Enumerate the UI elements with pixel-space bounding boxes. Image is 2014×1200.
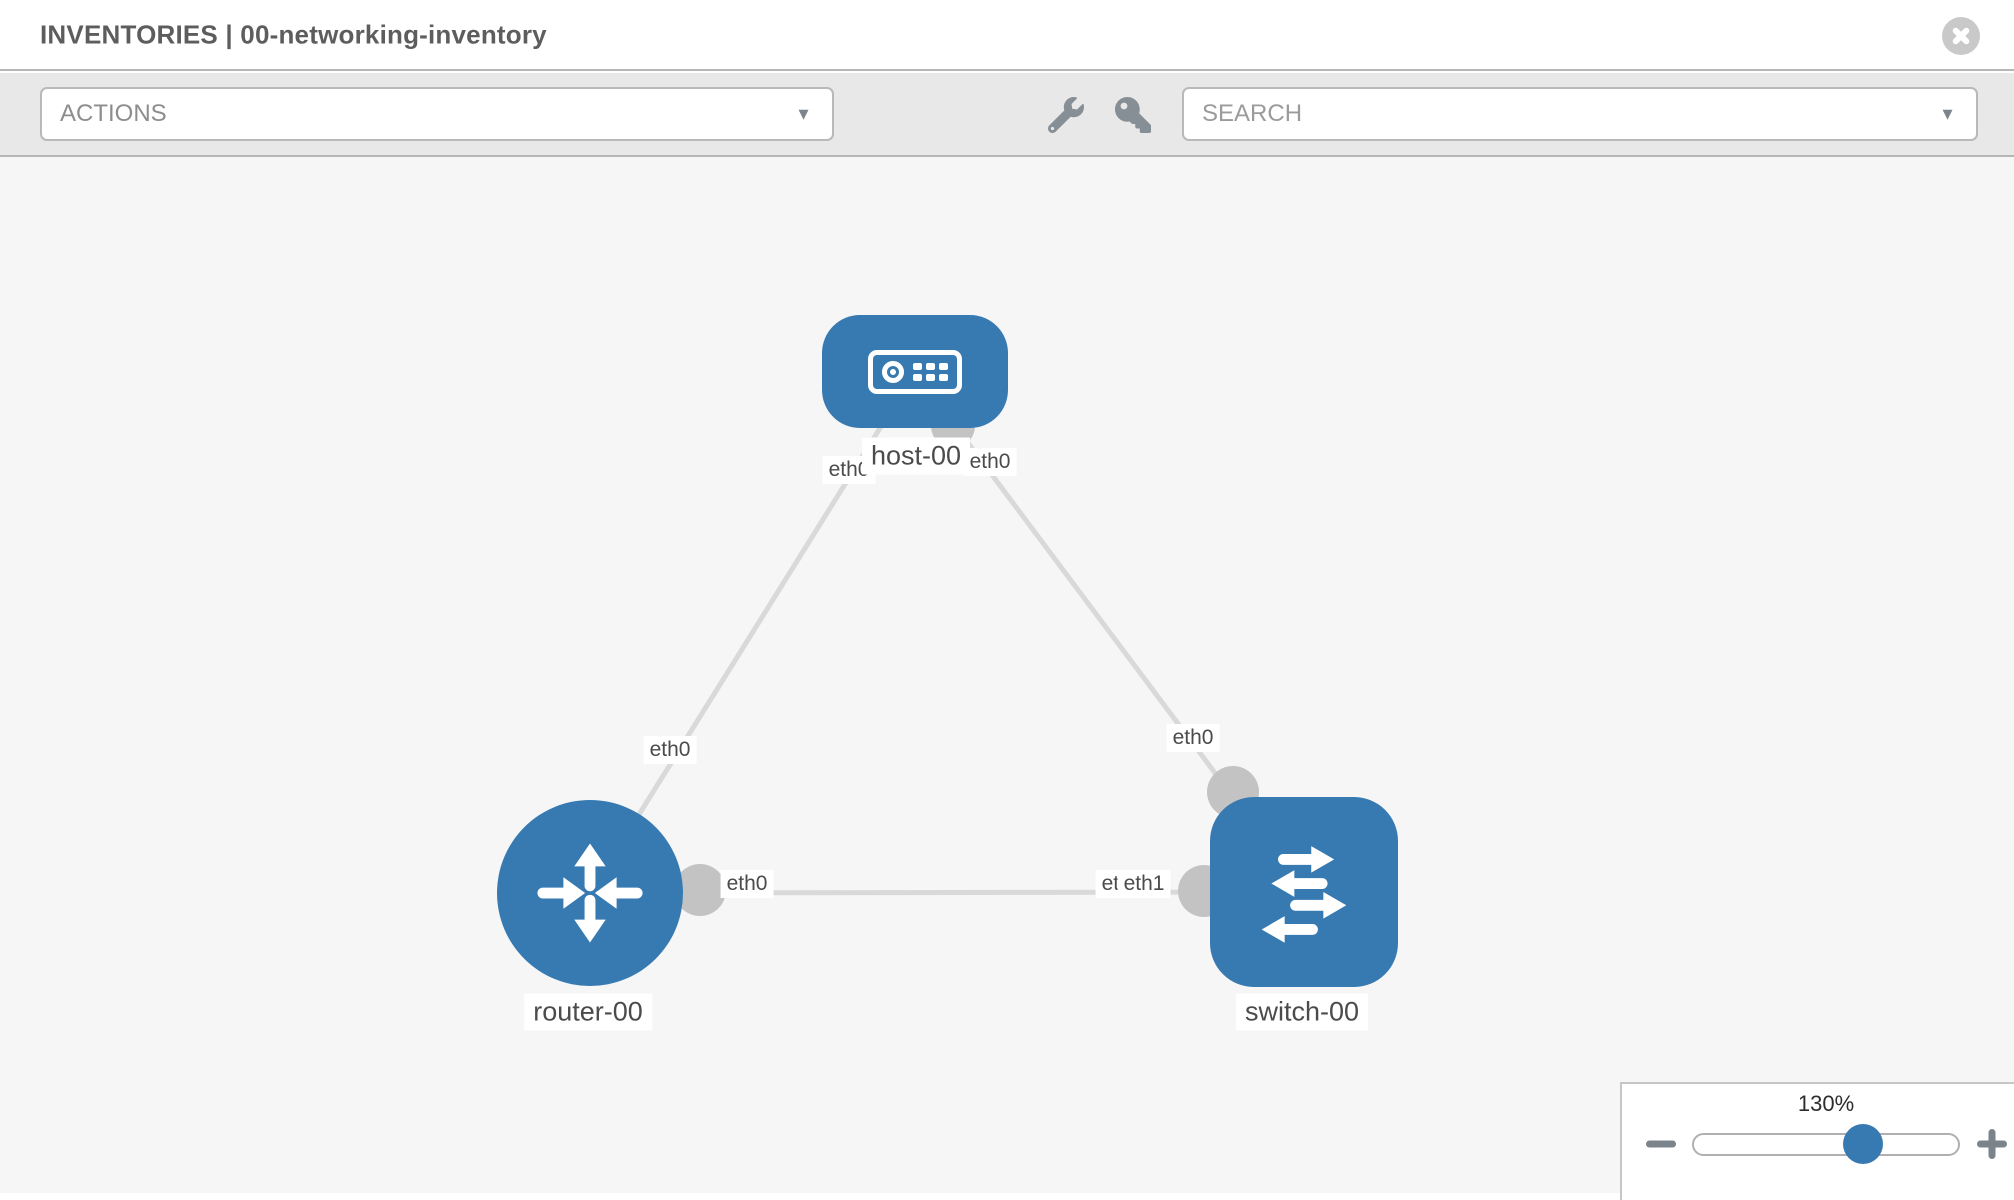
zoom-slider-track[interactable] <box>1692 1133 1960 1156</box>
node-host-00[interactable] <box>822 315 1008 428</box>
key-icon <box>1115 97 1151 133</box>
node-router-00[interactable] <box>497 800 683 986</box>
close-button[interactable] <box>1942 17 1980 55</box>
chevron-down-icon: ▼ <box>795 104 812 124</box>
plus-icon <box>1988 1129 1996 1159</box>
interface-label-router-eth0: eth0 <box>720 870 774 898</box>
zoom-slider-thumb[interactable] <box>1843 1124 1883 1164</box>
search-box: ▼ <box>1182 87 1978 141</box>
router-icon <box>537 843 643 943</box>
node-label-host: host-00 <box>861 437 971 475</box>
minus-icon <box>1646 1140 1676 1148</box>
zoom-panel: 130% <box>1620 1082 2014 1200</box>
interface-label-switch-eth1: eth1 <box>1117 870 1171 898</box>
search-chevron-down-icon[interactable]: ▼ <box>1939 104 1956 124</box>
wrench-button[interactable] <box>1047 97 1084 134</box>
key-button[interactable] <box>1115 97 1151 133</box>
links-layer <box>587 370 1307 917</box>
actions-dropdown-label: ACTIONS <box>60 100 167 127</box>
search-input[interactable] <box>1184 89 1976 139</box>
host-icon <box>868 349 962 394</box>
switch-icon <box>1261 846 1347 943</box>
interface-label-host-eth0-right: eth0 <box>963 448 1017 476</box>
zoom-level: 130% <box>1797 1091 1855 1116</box>
interface-label-router-eth0-uplink: eth0 <box>643 736 697 764</box>
wrench-icon <box>1047 97 1084 134</box>
node-label-switch: switch-00 <box>1235 993 1369 1031</box>
page-title: INVENTORIES | 00-networking-inventory <box>40 19 547 49</box>
zoom-in-button[interactable] <box>1975 1127 2009 1161</box>
zoom-out-button[interactable] <box>1644 1127 1678 1161</box>
actions-dropdown[interactable]: ACTIONS ▼ <box>40 87 834 141</box>
header: INVENTORIES | 00-networking-inventory <box>0 0 2014 71</box>
node-switch-00[interactable] <box>1210 797 1398 987</box>
interface-label-switch-eth0-uplink: eth0 <box>1166 724 1220 752</box>
connection-point-router-right <box>674 864 726 916</box>
node-label-router: router-00 <box>524 993 652 1031</box>
toolbar: ACTIONS ▼ ▼ <box>0 73 2014 157</box>
topology-canvas[interactable]: host-00 router-00 switch-00 eth0 eth0 et… <box>0 157 2014 1193</box>
